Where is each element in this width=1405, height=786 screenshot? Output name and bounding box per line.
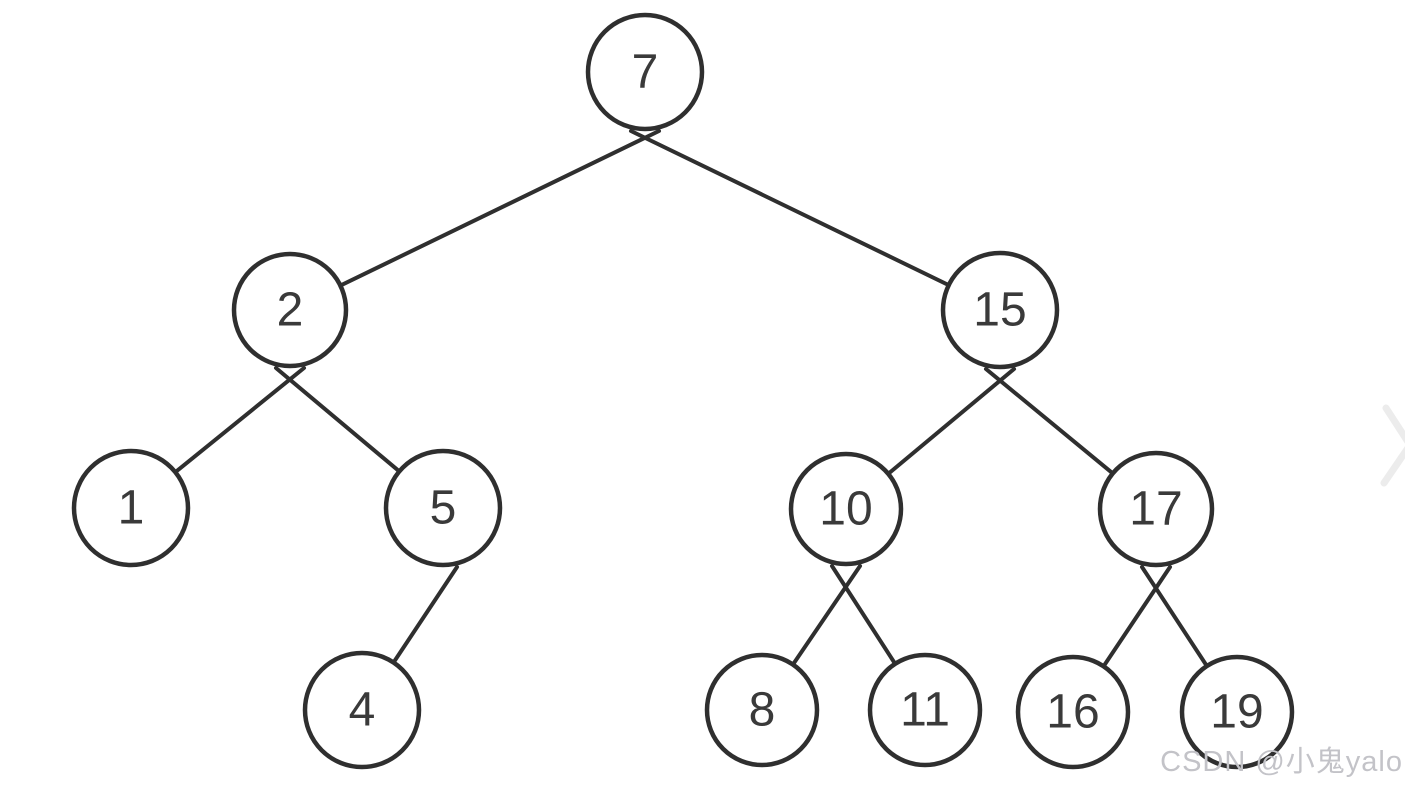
tree-node-circle (704, 652, 820, 768)
tree-node-circle (1097, 450, 1215, 568)
tree-node-circle (1179, 654, 1295, 770)
tree-node-1: 1 (71, 448, 191, 568)
tree-node-circle (867, 652, 983, 768)
tree-node-10: 10 (788, 451, 904, 567)
tree-node-label: 1 (118, 482, 145, 535)
tree-node-circle (231, 251, 349, 369)
tree-node-label: 16 (1046, 686, 1099, 739)
tree-node-label: 10 (819, 483, 872, 536)
tree-node-2: 2 (231, 251, 349, 369)
tree-node-label: 17 (1129, 483, 1182, 536)
tree-node-7: 7 (585, 12, 705, 132)
tree-node-label: 2 (277, 284, 304, 337)
tree-node-4: 4 (302, 650, 422, 770)
tree-node-15: 15 (940, 250, 1060, 370)
tree-node-11: 11 (867, 652, 983, 768)
tree-node-label: 4 (349, 684, 376, 737)
tree-node-label: 8 (749, 684, 776, 737)
next-chevron-stroke (1380, 404, 1405, 487)
tree-edge-7-15 (629, 129, 1002, 312)
tree-node-5: 5 (383, 448, 503, 568)
tree-node-circle (585, 12, 705, 132)
tree-node-circle (1015, 654, 1131, 770)
tree-node-label: 11 (900, 684, 950, 737)
tree-edge-7-2 (288, 129, 661, 312)
tree-node-circle (71, 448, 191, 568)
next-chevron-icon[interactable] (1372, 395, 1405, 495)
tree-node-8: 8 (704, 652, 820, 768)
tree-node-label: 5 (430, 482, 457, 535)
tree-node-label: 7 (632, 46, 659, 99)
tree-node-circle (940, 250, 1060, 370)
tree-node-label: 15 (973, 284, 1026, 337)
tree-node-circle (788, 451, 904, 567)
tree-node-19: 19 (1179, 654, 1295, 770)
tree-node-label: 19 (1210, 686, 1263, 739)
watermark: CSDN @小鬼yalo (1160, 746, 1403, 778)
tree-node-17: 17 (1097, 450, 1215, 568)
tree-node-circle (383, 448, 503, 568)
tree-node-circle (302, 650, 422, 770)
tree-node-16: 16 (1015, 654, 1131, 770)
